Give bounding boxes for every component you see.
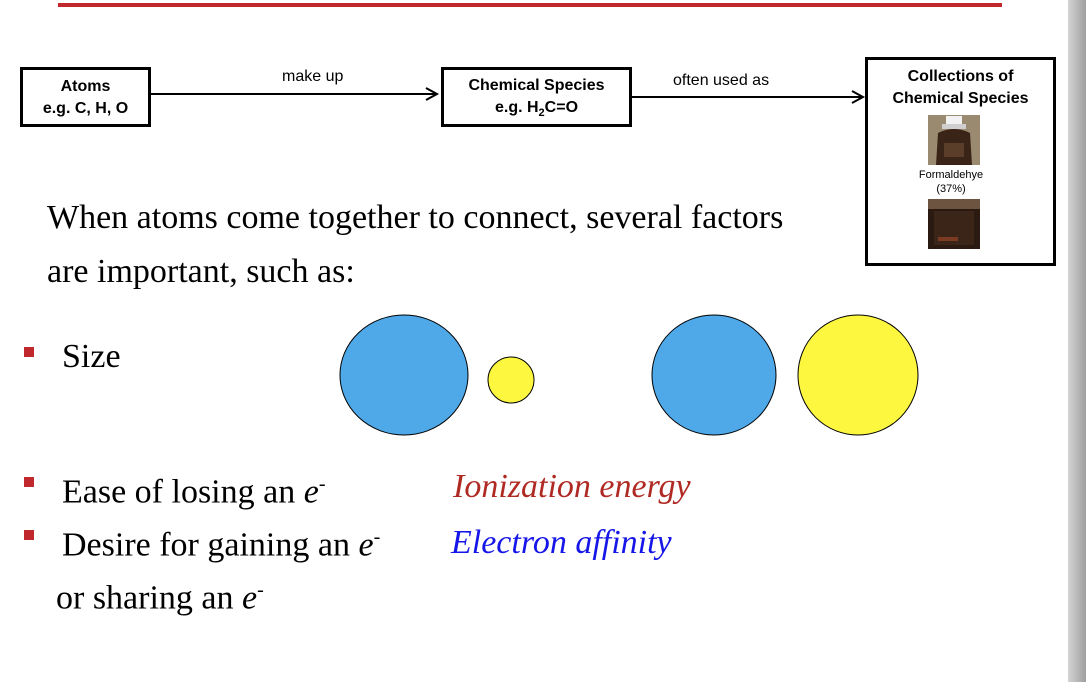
small-yellow-atom (487, 356, 535, 404)
atoms-box: Atoms e.g. C, H, O (20, 67, 151, 127)
species-box-example: e.g. H2C=O (494, 99, 579, 120)
atoms-box-example: e.g. C, H, O (42, 100, 129, 117)
window-edge (1068, 0, 1086, 682)
species-box: Chemical Species e.g. H2C=O (441, 67, 632, 127)
arrow-label-make-up: make up (282, 68, 344, 85)
intro-line-1: When atoms come together to connect, sev… (47, 199, 784, 236)
bullet-sharing-text: or sharing an e- (56, 579, 264, 617)
bullet-desire-text: Desire for gaining an e- (62, 526, 381, 564)
bullet-ease-text: Ease of losing an e- (62, 473, 326, 511)
large-blue-atom-left (339, 314, 469, 436)
arrow-label-often-used: often used as (673, 72, 770, 89)
arrow-often-used-head (851, 90, 866, 104)
bottle-caption: Formaldehye (37%) (901, 168, 1001, 196)
formaldehyde-bottle-closeup-photo (928, 199, 980, 249)
bottle-caption-name: Formaldehye (918, 169, 984, 181)
title-rule (58, 3, 1002, 7)
large-blue-atom-right (651, 314, 777, 436)
bullet-size (24, 347, 34, 357)
bottle-caption-percent: (37%) (936, 183, 966, 195)
intro-line-2: are important, such as: (47, 253, 355, 290)
collections-box-title-1: Collections of (907, 68, 1014, 85)
atoms-box-title: Atoms (60, 78, 111, 95)
species-box-title: Chemical Species (468, 77, 605, 94)
bullet-ease (24, 477, 34, 487)
bullet-size-text: Size (62, 338, 121, 375)
bullet-desire (24, 530, 34, 540)
electron-affinity-label: Electron affinity (451, 524, 672, 561)
large-yellow-atom (797, 314, 919, 436)
formaldehyde-bottle-photo (928, 115, 980, 165)
ionization-energy-label: Ionization energy (453, 468, 691, 505)
arrow-make-up-head (425, 87, 440, 101)
collections-box-title-2: Chemical Species (892, 90, 1029, 107)
